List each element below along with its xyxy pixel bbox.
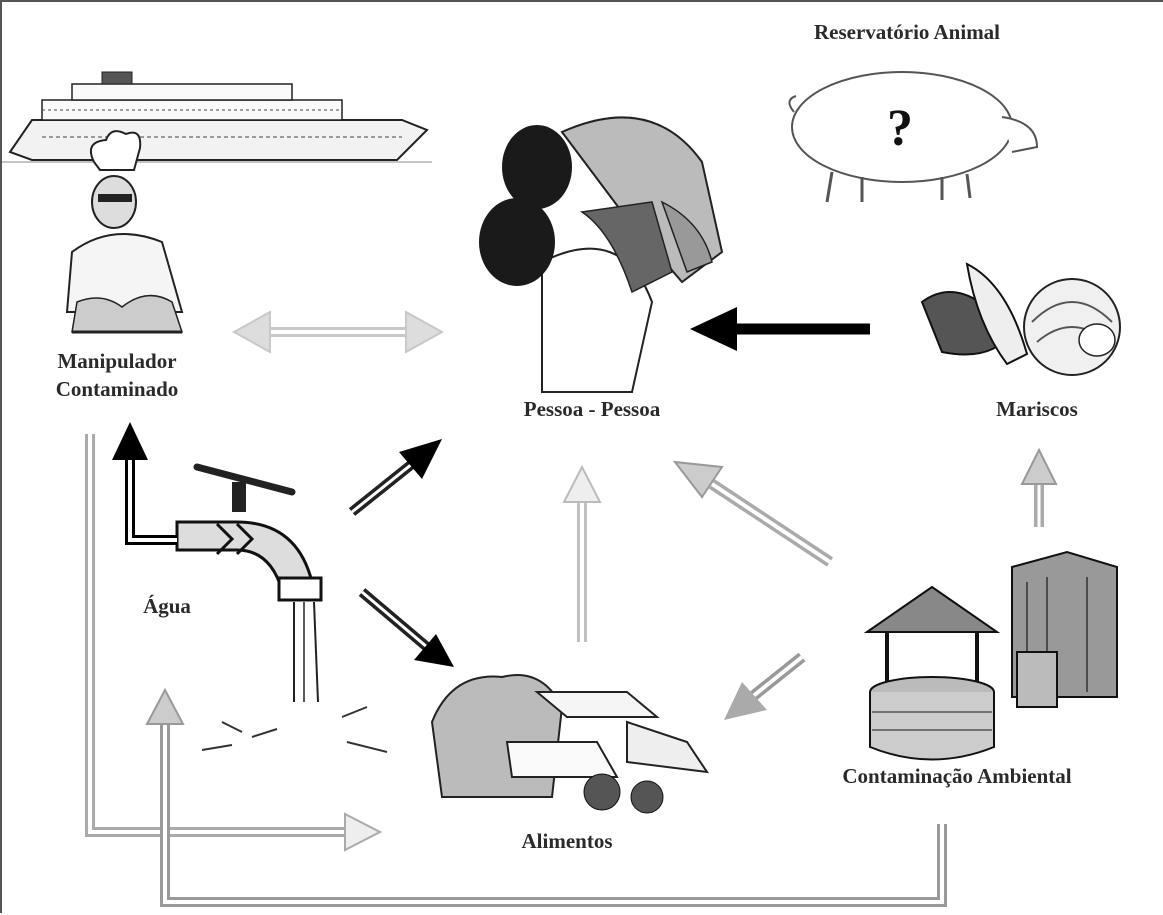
well-outhouse-icon bbox=[867, 552, 1117, 760]
parent-child-icon bbox=[479, 117, 722, 392]
label-mariscos: Mariscos bbox=[962, 395, 1112, 423]
arrow-manipulador-pessoa bbox=[234, 312, 442, 352]
arrow-agua-manipulador bbox=[112, 422, 177, 540]
arrow-ambiental-mariscos bbox=[1022, 450, 1056, 527]
label-pessoa-pessoa: Pessoa - Pessoa bbox=[482, 395, 702, 423]
arrow-mariscos-pessoa bbox=[690, 307, 870, 351]
pig-question-mark: ? bbox=[887, 100, 913, 157]
label-manipulador-contaminado: Manipulador Contaminado bbox=[17, 347, 217, 403]
arrow-ambiental-alimentos bbox=[724, 657, 802, 720]
chef-icon bbox=[67, 131, 182, 332]
label-agua: Água bbox=[117, 592, 217, 620]
arrow-agua-pessoa bbox=[352, 439, 442, 512]
cruise-ship-icon bbox=[2, 72, 432, 162]
label-alimentos: Alimentos bbox=[482, 827, 652, 855]
pig-icon: ? bbox=[789, 72, 1037, 202]
label-contaminacao-ambiental: Contaminação Ambiental bbox=[802, 762, 1112, 790]
label-reservatorio-animal: Reservatório Animal bbox=[772, 18, 1042, 46]
arrow-agua-alimentos bbox=[362, 592, 454, 667]
arrow-alimentos-pessoa bbox=[564, 467, 600, 642]
shellfish-icon bbox=[922, 264, 1120, 375]
label-manipulador-line1: Manipulador bbox=[17, 347, 217, 375]
arrow-ambiental-pessoa bbox=[675, 462, 830, 562]
food-icon bbox=[432, 675, 707, 813]
label-manipulador-line2: Contaminado bbox=[17, 375, 217, 403]
